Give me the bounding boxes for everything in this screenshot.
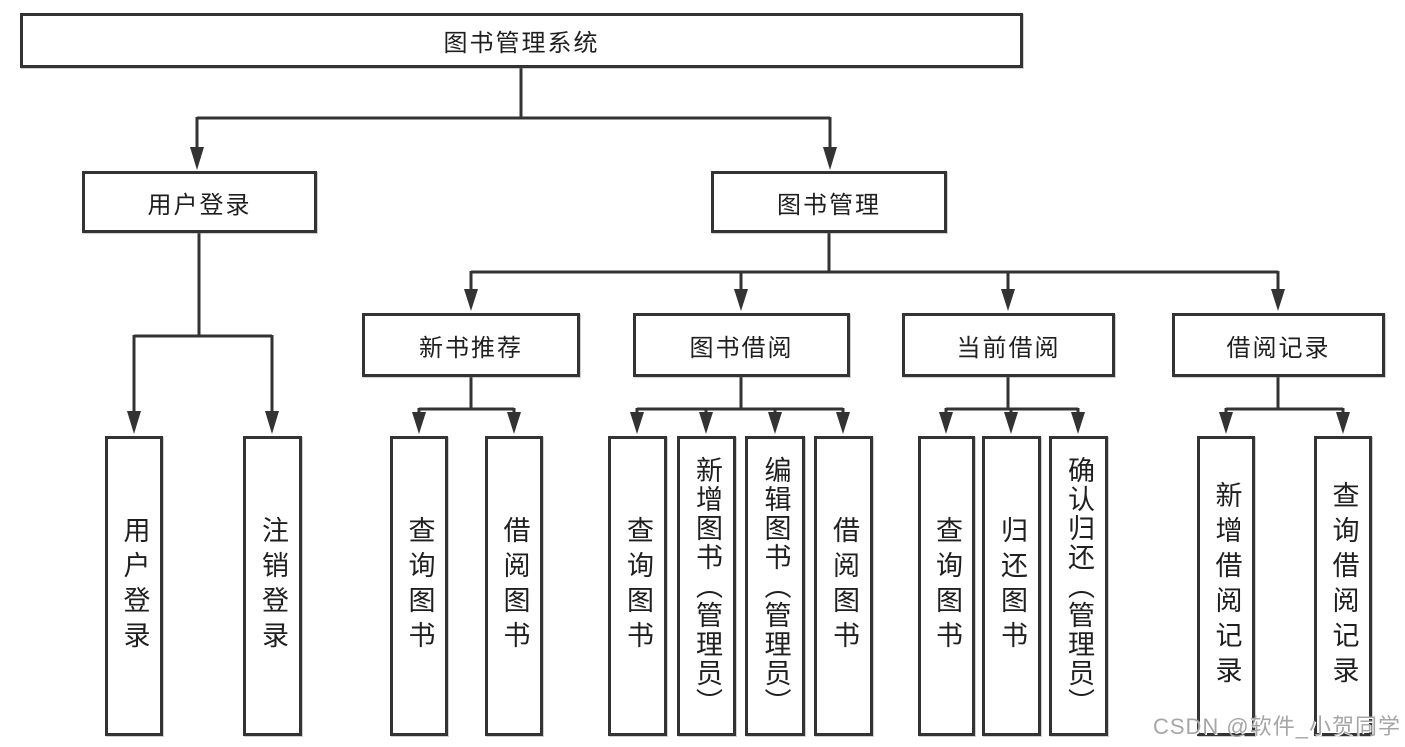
edge-new-book-recommend-to-leaves xyxy=(412,377,521,434)
node-label: 确认归还（管理员） xyxy=(1064,455,1094,717)
leaf-borrow-query-books: 查询图书 xyxy=(608,436,667,736)
node-label: 新书推荐 xyxy=(419,334,523,362)
leaf-recommend-query-books: 查询图书 xyxy=(390,436,448,736)
node-label: 新增借阅记录 xyxy=(1211,481,1242,691)
node-borrow-records: 借阅记录 xyxy=(1172,313,1385,377)
edge-user-login-to-leaves xyxy=(127,233,279,434)
node-book-management: 图书管理 xyxy=(711,171,947,233)
edge-current-borrow-to-leaves xyxy=(939,377,1085,434)
leaf-query-borrow-record: 查询借阅记录 xyxy=(1314,436,1372,736)
leaf-current-query-books: 查询图书 xyxy=(918,436,975,736)
node-label: 查询图书 xyxy=(623,516,653,656)
node-label: 当前借阅 xyxy=(956,334,1061,362)
leaf-add-books-admin: 新增图书（管理员） xyxy=(677,436,736,736)
leaf-borrow-books: 借阅图书 xyxy=(814,436,873,736)
node-label: 编辑图书（管理员） xyxy=(760,455,791,717)
node-label: 用户登录 xyxy=(147,191,252,219)
csdn-watermark: CSDN @软件_小贺同学 xyxy=(1152,714,1401,739)
node-label: 注销登录 xyxy=(258,516,288,656)
node-label: 借阅图书 xyxy=(829,516,859,656)
node-label: 归还图书 xyxy=(997,516,1027,656)
node-book-borrow: 图书借阅 xyxy=(633,313,850,377)
node-label: 用户登录 xyxy=(119,516,150,656)
node-current-borrow: 当前借阅 xyxy=(902,313,1115,377)
node-label: 图书借阅 xyxy=(689,334,794,362)
leaf-add-borrow-record: 新增借阅记录 xyxy=(1197,436,1255,736)
edge-borrow-records-to-leaves xyxy=(1219,377,1350,434)
node-label: 查询图书 xyxy=(932,516,962,656)
node-label: 借阅记录 xyxy=(1226,334,1331,362)
leaf-logout: 注销登录 xyxy=(243,436,302,736)
leaf-return-books: 归还图书 xyxy=(982,436,1041,736)
node-label: 借阅图书 xyxy=(499,516,530,656)
leaf-confirm-return-admin: 确认归还（管理员） xyxy=(1049,436,1108,736)
edge-root-to-level2 xyxy=(190,68,837,170)
edge-book-management-to-level3 xyxy=(464,233,1285,311)
leaf-user-login: 用户登录 xyxy=(105,436,163,736)
node-label: 新增图书（管理员） xyxy=(692,455,722,717)
node-label: 图书管理 xyxy=(777,191,881,219)
node-label: 查询借阅记录 xyxy=(1328,481,1359,691)
node-user-login: 用户登录 xyxy=(82,171,317,233)
node-label: 查询图书 xyxy=(404,516,435,656)
node-library-management-system: 图书管理系统 xyxy=(20,13,1023,68)
leaf-recommend-borrow-books: 借阅图书 xyxy=(485,436,543,736)
leaf-edit-books-admin: 编辑图书（管理员） xyxy=(745,436,805,736)
node-new-book-recommend: 新书推荐 xyxy=(362,313,580,377)
node-label: 图书管理系统 xyxy=(443,30,600,57)
edge-book-borrow-to-leaves xyxy=(630,377,850,434)
